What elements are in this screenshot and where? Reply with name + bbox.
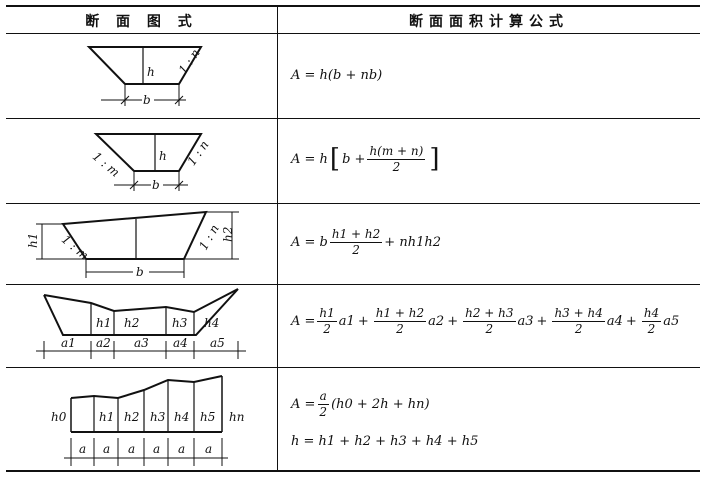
width-label: a: [153, 442, 160, 456]
formula-4-term-4: h3 + h4 2: [552, 306, 605, 336]
h1-label: h1: [99, 410, 114, 424]
formula-3-lhs: A = b: [291, 234, 328, 250]
right-bracket: ]: [429, 144, 440, 175]
formula-2-fraction: h(m + n) 2: [367, 144, 426, 174]
a4-label: a4: [173, 336, 188, 350]
irregular-section-figure: h1 h2 h3 h4 a1 a2 a3 a4 a5: [36, 288, 246, 359]
h4-label: h4: [174, 410, 189, 424]
height-label: h: [159, 149, 167, 163]
width-label: b: [152, 178, 160, 192]
formula-2-lhs: A = h: [291, 151, 328, 167]
formula-3-fraction: h1 + h2 2: [329, 227, 383, 257]
h2-label: h2: [124, 410, 139, 424]
a1-label: a1: [61, 336, 76, 350]
trapezoid-figure: h 1 : n b: [86, 46, 203, 107]
formula-4-term-1: h1 2: [317, 306, 337, 336]
h1-label: h1: [26, 233, 40, 248]
section-area-table: 断 面 图 式 断面面积计算公式 h 1 : n b A = h(b + nb)…: [6, 5, 700, 472]
table-row: h1 h2 h3 h4 a1 a2 a3 a4 a5 A = h1 2 a1 +: [6, 285, 700, 368]
header-area-formula: 断面面积计算公式: [409, 14, 569, 30]
asymmetric-trapezoid-figure: h 1 : m 1 : n b: [90, 133, 211, 192]
column-divider: [277, 7, 278, 470]
formula-5-fraction: a 2: [317, 389, 329, 419]
a3-label: a3: [134, 336, 149, 350]
table-row: h1 h2 1 : m 1 : n b A = b h1 + h2 2 + nh…: [6, 204, 700, 285]
left-bracket: [: [329, 144, 341, 175]
sloped-top-trapezoid-figure: h1 h2 1 : m 1 : n b: [26, 210, 239, 279]
formula-5-line-2: h = h1 + h2 + h3 + h4 + h5: [291, 434, 479, 449]
header-section-figure: 断 面 图 式: [85, 14, 198, 30]
a5-label: a5: [210, 336, 225, 350]
formula-1: A = h(b + nb): [291, 68, 383, 83]
formula-2-b: b +: [342, 151, 366, 167]
formula-4-lhs: A =: [291, 313, 316, 329]
equal-strips-figure: h0 h1 h2 h3 h4 h5 hn a a a a a a: [51, 375, 244, 466]
h0-label: h0: [51, 410, 67, 424]
width-label: b: [143, 93, 151, 107]
height-label: h: [147, 65, 155, 79]
a2-label: a2: [96, 336, 111, 350]
formula-2: A = h [ b + h(m + n) 2 ]: [291, 145, 441, 173]
width-label: a: [103, 442, 110, 456]
formula-4-term-3: h2 + h3 2: [463, 306, 516, 336]
h5-label: h5: [200, 410, 215, 424]
hn-label: hn: [229, 410, 244, 424]
h3-label: h3: [172, 316, 188, 330]
width-label: a: [79, 442, 86, 456]
width-label: a: [178, 442, 185, 456]
table-header: 断 面 图 式 断面面积计算公式: [6, 7, 700, 34]
formula-3-tail: + nh1h2: [384, 234, 441, 250]
right-slope-label: 1 : n: [184, 138, 211, 168]
formula-3: A = b h1 + h2 2 + nh1h2: [291, 228, 441, 256]
h2-label: h2: [221, 227, 235, 242]
h2-label: h2: [124, 316, 139, 330]
table-row: h0 h1 h2 h3 h4 h5 hn a a a a a a A = a: [6, 368, 700, 470]
width-label: a: [205, 442, 212, 456]
h4-label: h4: [204, 316, 219, 330]
table-row: h 1 : n b A = h(b + nb): [6, 34, 700, 119]
table-row: h 1 : m 1 : n b A = h [ b + h(m + n) 2 ]: [6, 119, 700, 204]
h3-label: h3: [150, 410, 166, 424]
width-label: b: [136, 265, 144, 279]
formula-4-term-5: h4 2: [641, 306, 662, 336]
formula-4-term-2: h1 + h2 2: [373, 306, 427, 336]
h1-label: h1: [96, 316, 111, 330]
formula-4: A = h1 2 a1 + h1 + h2 2 a2 + h2 + h3 2 a…: [291, 306, 680, 336]
formula-5-line-1: A = a 2 (h0 + 2h + hn): [291, 389, 430, 419]
width-label: a: [128, 442, 135, 456]
